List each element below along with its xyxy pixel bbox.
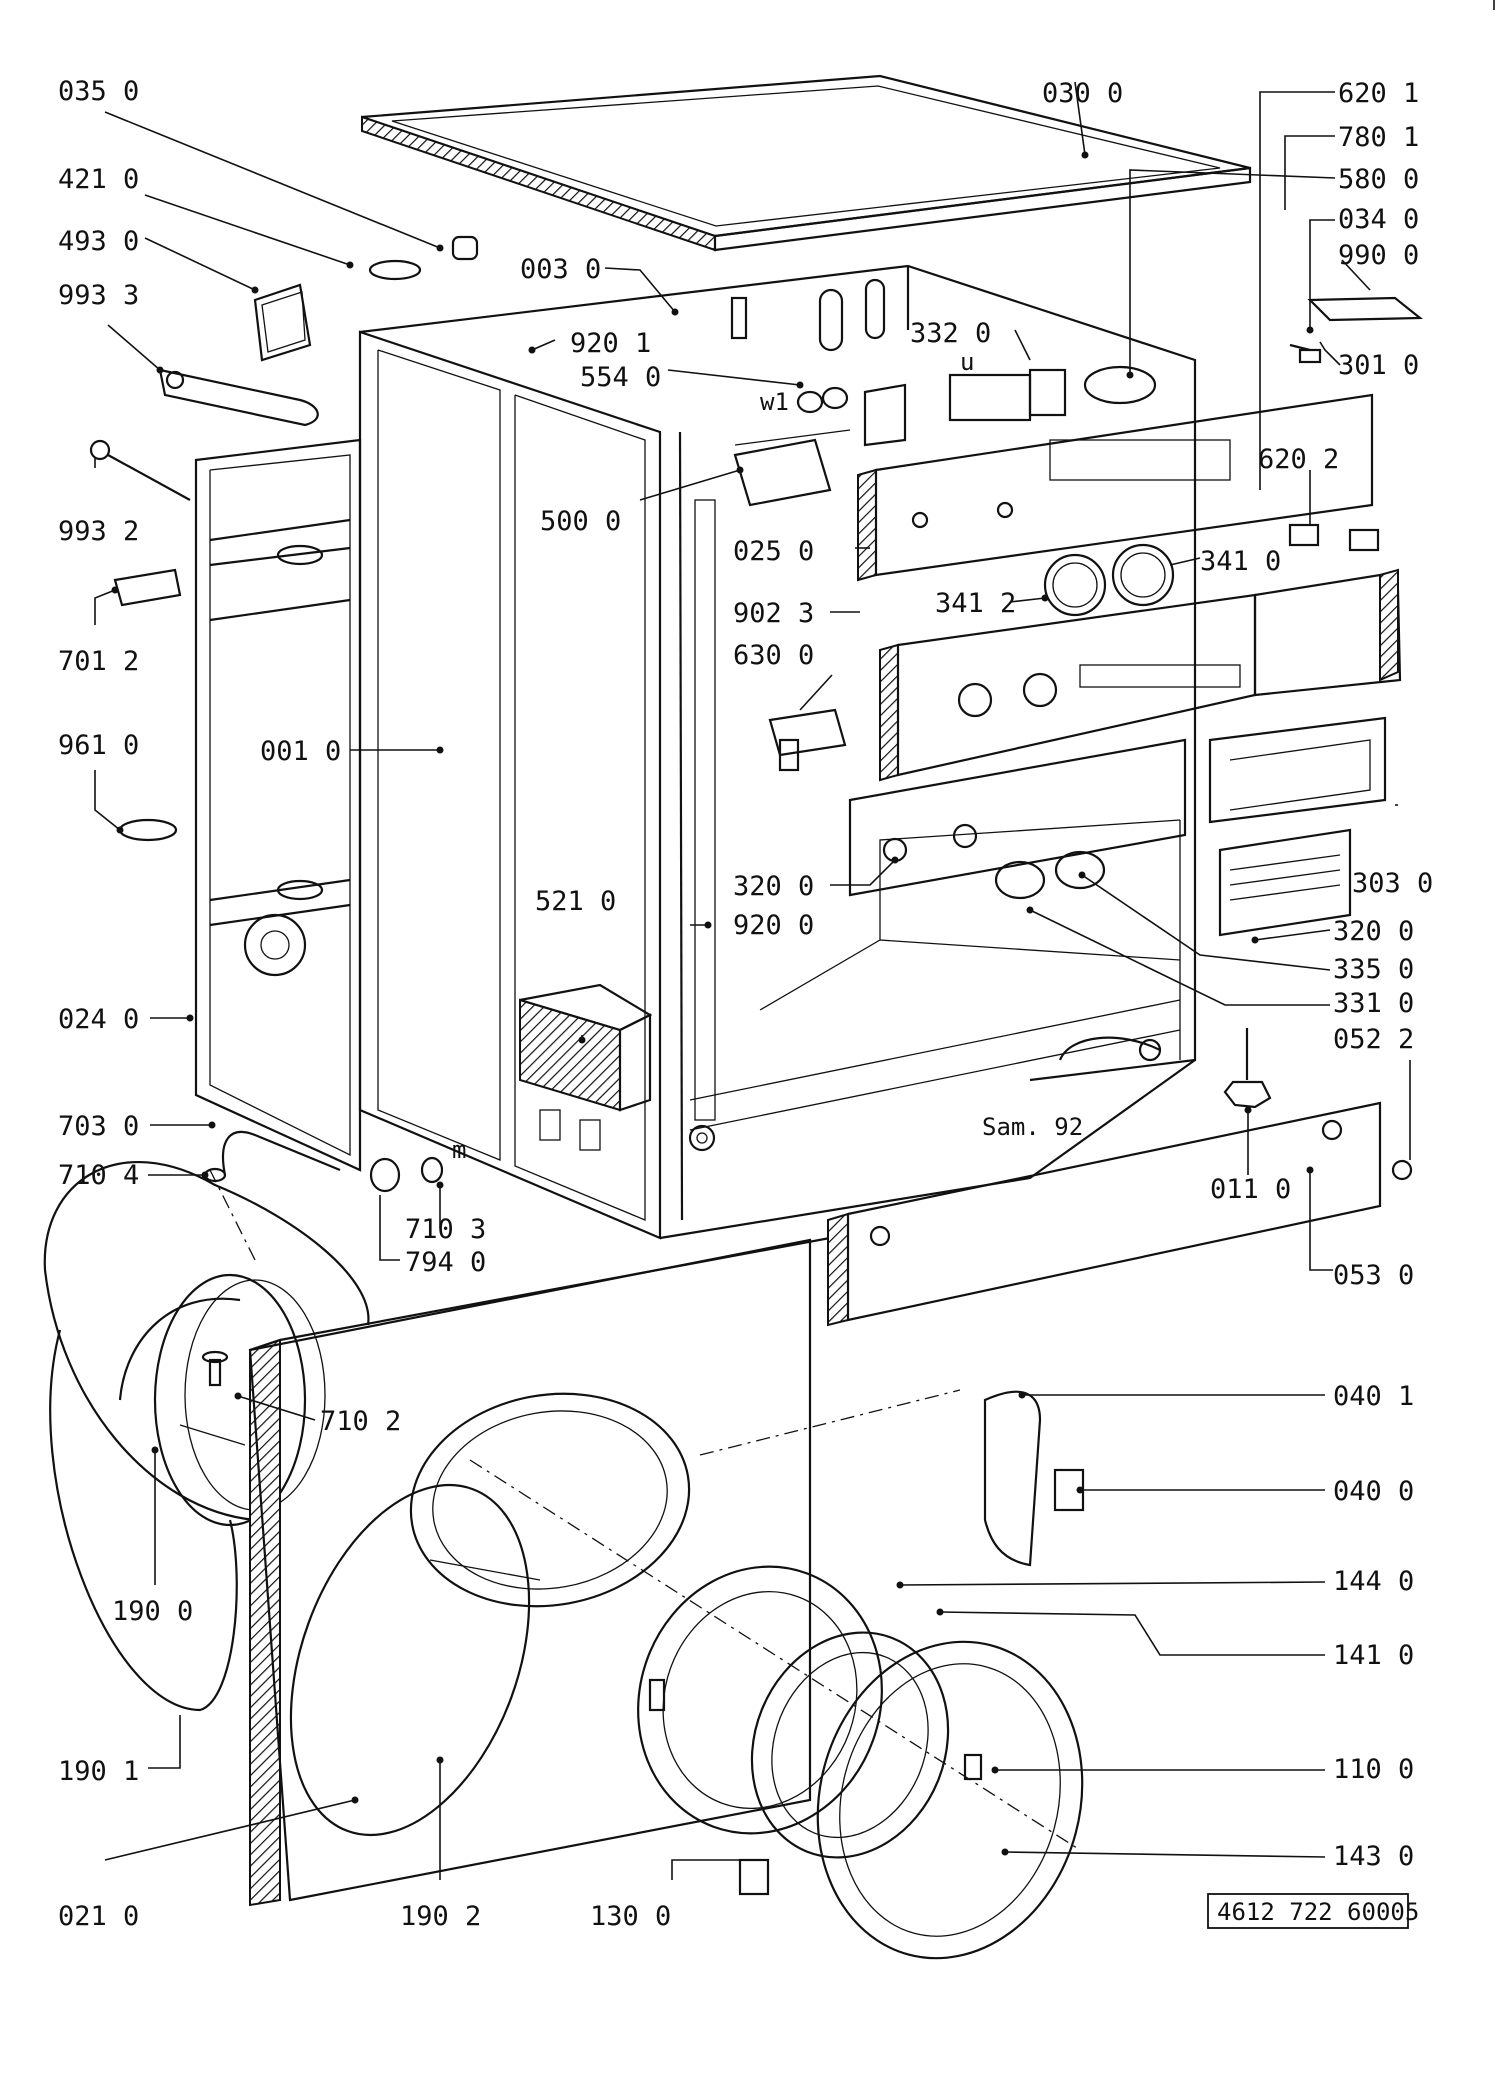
part-label-035-0: 035 0 bbox=[58, 76, 139, 107]
part-label-034-0: 034 0 bbox=[1338, 204, 1419, 235]
part-label-320-0b: 320 0 bbox=[1333, 916, 1414, 947]
part-label-024-0: 024 0 bbox=[58, 1004, 139, 1035]
part-label-040-0: 040 0 bbox=[1333, 1476, 1414, 1507]
leader-dots bbox=[111, 151, 1314, 1856]
kick-plate bbox=[827, 1028, 1413, 1327]
cabinet-body: Sam. 92 bbox=[358, 264, 1197, 1240]
part-label-190-1: 190 1 bbox=[58, 1756, 139, 1787]
part-label-920-0: 920 0 bbox=[733, 910, 814, 941]
door-assembly bbox=[209, 1169, 1085, 1960]
u-mark: u bbox=[960, 348, 974, 376]
part-label-701-2: 701 2 bbox=[58, 646, 139, 677]
front-panel bbox=[248, 1236, 831, 1907]
part-label-620-2: 620 2 bbox=[1258, 444, 1339, 475]
left-small-parts: m bbox=[89, 235, 479, 1193]
part-label-580-0: 580 0 bbox=[1338, 164, 1419, 195]
part-label-144-0: 144 0 bbox=[1333, 1566, 1414, 1597]
document-number-box: 4612 722 60005 bbox=[1207, 1893, 1419, 1929]
part-label-021-0: 021 0 bbox=[58, 1901, 139, 1932]
part-label-500-0: 500 0 bbox=[540, 506, 621, 537]
part-label-521-0: 521 0 bbox=[535, 886, 616, 917]
part-label-303-0: 303 0 bbox=[1352, 868, 1433, 899]
part-label-320-0a: 320 0 bbox=[733, 871, 814, 902]
part-label-141-0: 141 0 bbox=[1333, 1640, 1414, 1671]
control-panel-assembly: w1 u bbox=[733, 296, 1424, 937]
part-label-030-0: 030 0 bbox=[1042, 78, 1123, 109]
w1-mark: w1 bbox=[760, 388, 789, 416]
part-label-993-2: 993 2 bbox=[58, 516, 139, 547]
part-label-301-0: 301 0 bbox=[1338, 350, 1419, 381]
part-label-902-3: 902 3 bbox=[733, 598, 814, 629]
part-label-421-0: 421 0 bbox=[58, 164, 139, 195]
part-label-025-0: 025 0 bbox=[733, 536, 814, 567]
part-label-003-0: 003 0 bbox=[520, 254, 601, 285]
part-label-710-3: 710 3 bbox=[405, 1214, 486, 1245]
part-label-190-2: 190 2 bbox=[400, 1901, 481, 1932]
part-label-052-2: 052 2 bbox=[1333, 1024, 1414, 1055]
sam-mark: Sam. 92 bbox=[982, 1113, 1083, 1141]
part-label-053-0: 053 0 bbox=[1333, 1260, 1414, 1291]
filter-box bbox=[519, 983, 653, 1151]
part-label-335-0: 335 0 bbox=[1333, 954, 1414, 985]
part-label-554-0: 554 0 bbox=[580, 362, 661, 393]
part-label-341-0: 341 0 bbox=[1200, 546, 1281, 577]
leader-lines bbox=[94, 81, 1411, 1880]
part-label-710-2: 710 2 bbox=[320, 1406, 401, 1437]
document-number: 4612 722 60005 bbox=[1217, 1898, 1419, 1926]
part-label-794-0: 794 0 bbox=[405, 1247, 486, 1278]
part-label-011-0: 011 0 bbox=[1210, 1174, 1291, 1205]
top-cover bbox=[361, 74, 1252, 252]
part-label-780-1: 780 1 bbox=[1338, 122, 1419, 153]
part-label-331-0: 331 0 bbox=[1333, 988, 1414, 1019]
part-labels: 035 0 421 0 493 0 993 3 993 2 701 2 961 … bbox=[58, 76, 1433, 1932]
part-label-001-0: 001 0 bbox=[260, 736, 341, 767]
part-label-040-1: 040 1 bbox=[1333, 1381, 1414, 1412]
part-label-190-0: 190 0 bbox=[112, 1596, 193, 1627]
m-mark: m bbox=[452, 1136, 466, 1164]
part-label-620-1: 620 1 bbox=[1338, 78, 1419, 109]
part-label-130-0: 130 0 bbox=[590, 1901, 671, 1932]
part-label-630-0: 630 0 bbox=[733, 640, 814, 671]
part-label-110-0: 110 0 bbox=[1333, 1754, 1414, 1785]
part-label-703-0: 703 0 bbox=[58, 1111, 139, 1142]
part-label-710-4: 710 4 bbox=[58, 1160, 139, 1191]
part-label-993-3: 993 3 bbox=[58, 280, 139, 311]
part-label-332-0: 332 0 bbox=[910, 318, 991, 349]
part-label-493-0: 493 0 bbox=[58, 226, 139, 257]
part-label-920-1: 920 1 bbox=[570, 328, 651, 359]
part-label-143-0: 143 0 bbox=[1333, 1841, 1414, 1872]
part-label-341-2: 341 2 bbox=[935, 588, 1016, 619]
left-side-panel bbox=[194, 438, 362, 1172]
part-label-961-0: 961 0 bbox=[58, 730, 139, 761]
part-label-990-0: 990 0 bbox=[1338, 240, 1419, 271]
